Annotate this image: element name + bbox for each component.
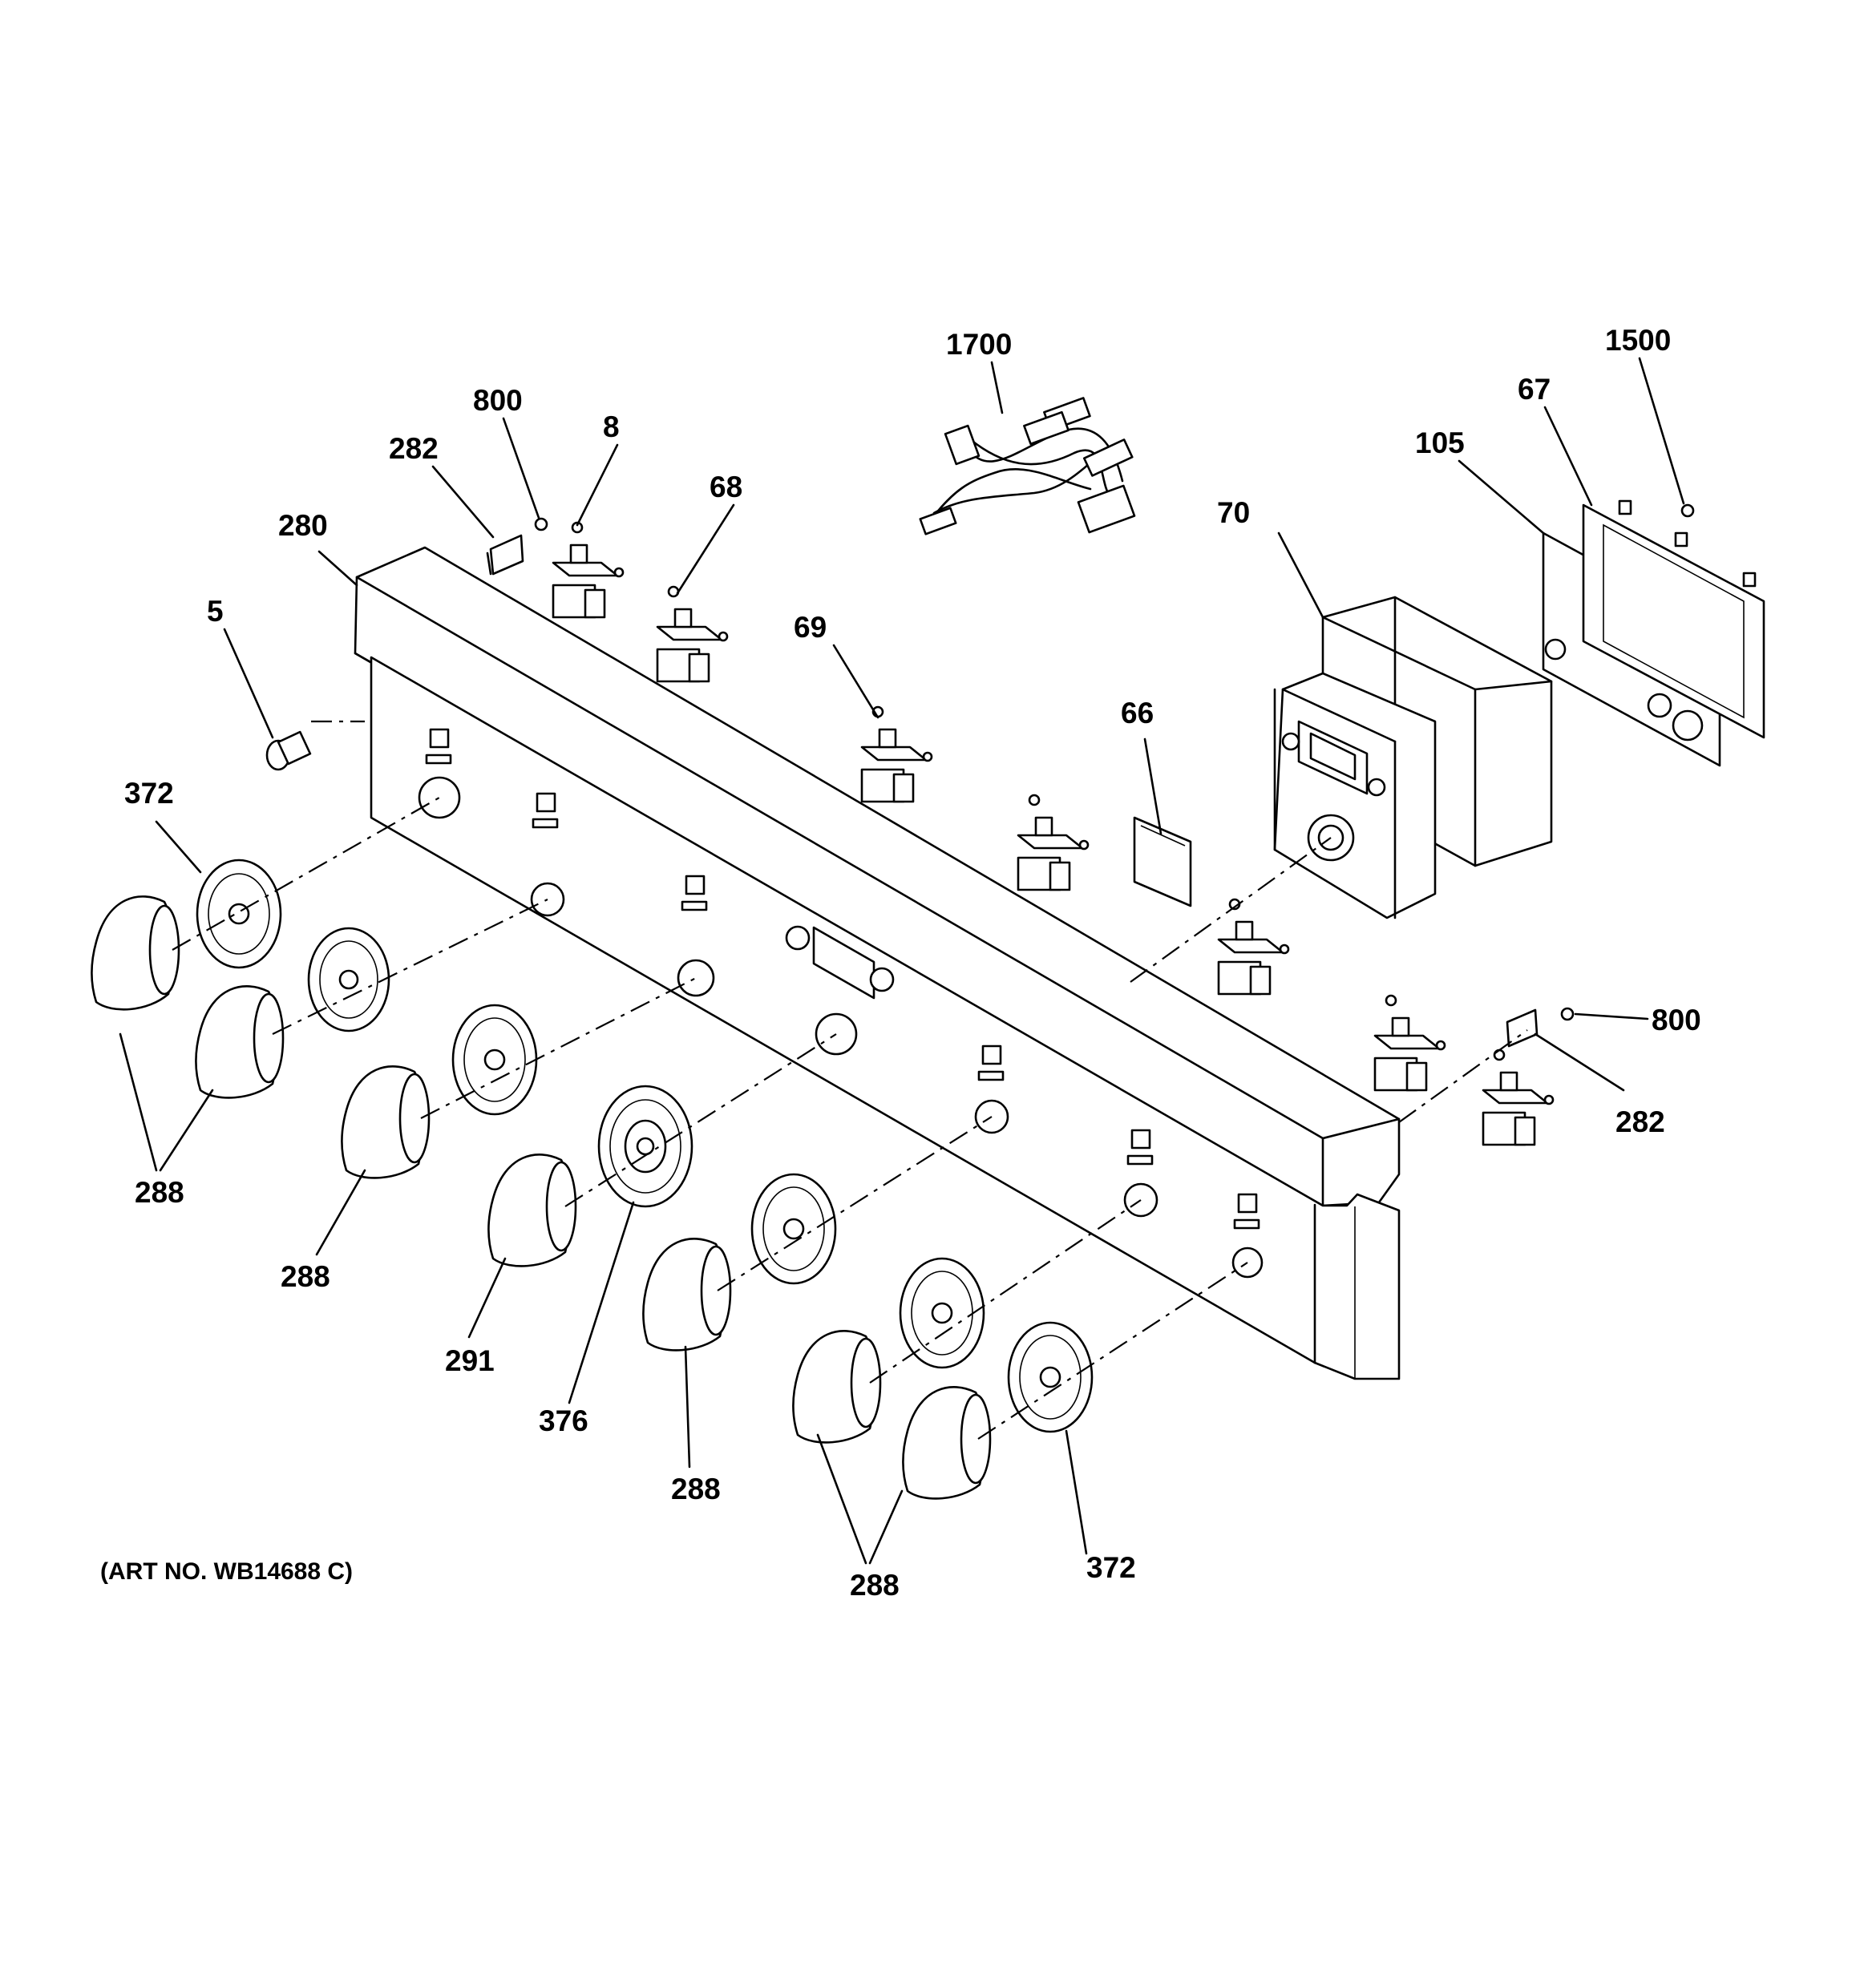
bracket-clip-right-3 <box>1482 1049 1555 1146</box>
knob-288-left-1 <box>91 895 180 1011</box>
callout-1700: 1700 <box>946 328 1012 361</box>
knob-288-center <box>642 1238 732 1352</box>
callout-66: 66 <box>1121 697 1154 729</box>
bezel-372-right <box>1007 1321 1094 1433</box>
callout-8: 8 <box>603 410 620 443</box>
callout-1500: 1500 <box>1605 324 1671 357</box>
bezel-left-2 <box>307 927 390 1032</box>
leader-lines <box>119 357 1685 1565</box>
callout-282-right: 282 <box>1615 1105 1665 1138</box>
callout-5: 5 <box>207 595 224 628</box>
callout-376: 376 <box>539 1404 588 1437</box>
end-bracket-282-right <box>1506 1007 1575 1048</box>
indicator-light-5 <box>265 730 312 771</box>
bracket-clip-right-2 <box>1373 994 1446 1092</box>
knob-288-right-2 <box>902 1386 992 1500</box>
bezel-372-left <box>196 859 282 969</box>
callout-70: 70 <box>1217 496 1250 529</box>
bracket-clip-69 <box>860 705 933 803</box>
bracket-clip-68 <box>656 585 729 683</box>
panel-dial-markings <box>418 728 1264 1279</box>
callout-282-top: 282 <box>389 432 439 465</box>
art-number: (ART NO. WB14688 C) <box>100 1558 353 1585</box>
callout-288-c: 288 <box>671 1473 721 1505</box>
end-bracket-282-top <box>486 517 548 576</box>
bracket-clips <box>552 521 1555 1146</box>
knob-291 <box>487 1154 577 1267</box>
callout-67: 67 <box>1518 373 1551 406</box>
callout-68: 68 <box>710 471 742 503</box>
callout-labels: 1700 1500 67 105 800 8 282 68 280 70 5 6… <box>100 324 1701 1602</box>
bracket-clip-mid <box>1017 794 1090 891</box>
board-frame-67 <box>1582 499 1765 739</box>
callout-69: 69 <box>794 611 827 644</box>
wire-harness-1700 <box>919 397 1136 535</box>
knob-288-left-2 <box>195 985 285 1099</box>
callout-372-right: 372 <box>1086 1551 1136 1584</box>
callout-105: 105 <box>1415 426 1465 459</box>
bracket-clip-right-1 <box>1217 898 1290 996</box>
bracket-clip-8 <box>552 521 625 619</box>
bezel-center-right <box>750 1173 837 1285</box>
knob-bezels <box>196 859 1094 1433</box>
callout-280: 280 <box>278 509 328 542</box>
callout-288-b: 288 <box>281 1260 330 1293</box>
bezel-center-left <box>451 1004 538 1116</box>
callout-288-d: 288 <box>850 1569 900 1602</box>
knob-288-right-1 <box>792 1330 882 1444</box>
knob-288-left-3 <box>341 1065 431 1179</box>
bezel-right-2 <box>899 1257 985 1369</box>
callout-288-a: 288 <box>135 1176 184 1209</box>
assembly-center-lines <box>172 720 1528 1440</box>
control-knobs <box>91 895 992 1500</box>
callout-800-right: 800 <box>1652 1004 1701 1036</box>
callout-291: 291 <box>445 1344 495 1377</box>
callout-800-top: 800 <box>473 384 523 417</box>
glass-window-66 <box>1133 816 1192 907</box>
callout-372-left: 372 <box>124 777 174 810</box>
bezel-376 <box>597 1085 693 1208</box>
clock-timer-module-70 <box>1273 596 1553 919</box>
